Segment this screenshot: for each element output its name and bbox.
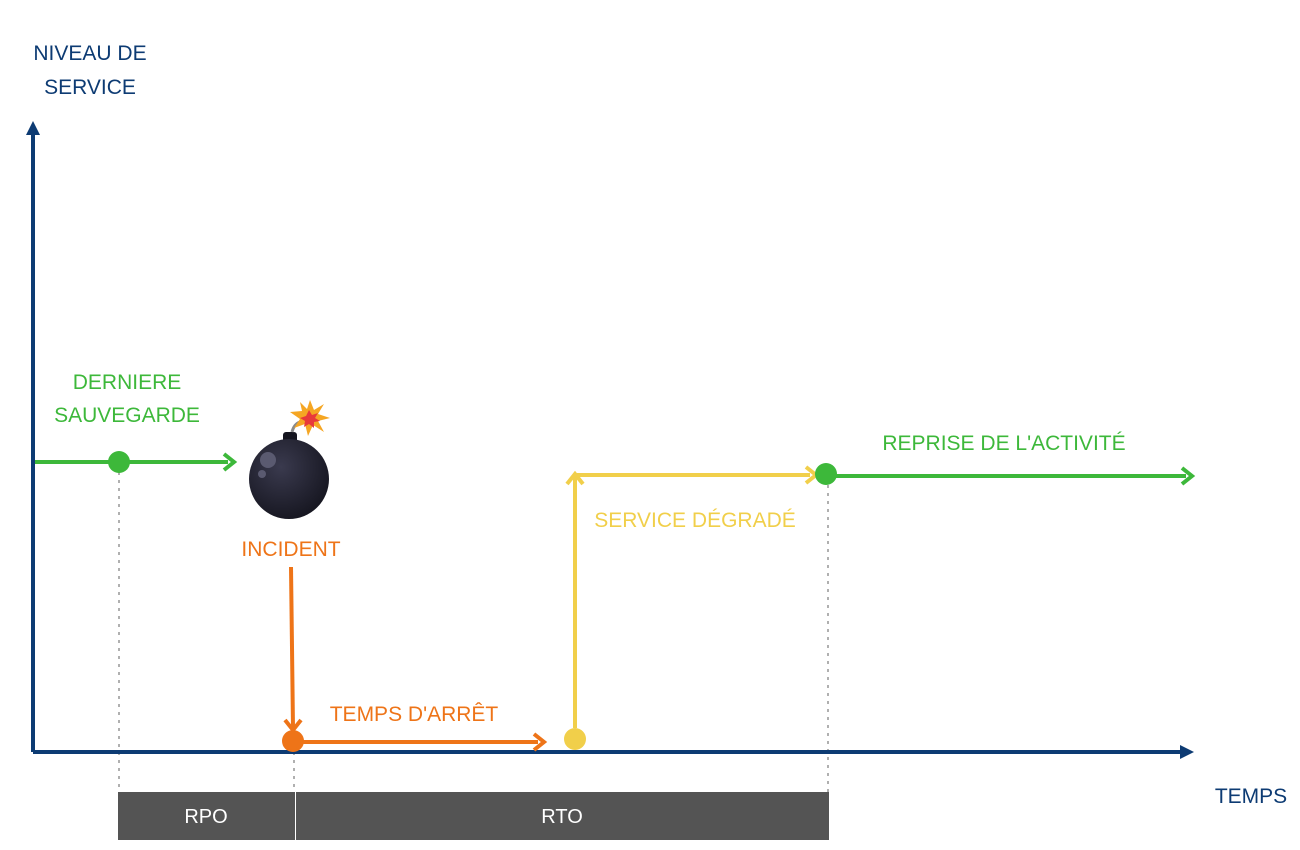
rpo-label: RPO — [184, 806, 227, 828]
last-backup-label-line1: DERNIERE — [73, 371, 182, 394]
incident-drop-arrow — [283, 566, 303, 734]
y-axis-label-line2: SERVICE — [44, 76, 136, 99]
last-backup-label-line2: SAUVEGARDE — [54, 404, 200, 427]
downtime-arrow — [300, 732, 548, 752]
y-axis-arrowhead — [26, 121, 40, 135]
rpo-bar — [118, 792, 295, 840]
degraded-start-point — [564, 728, 586, 750]
x-axis-arrowhead — [1180, 745, 1194, 759]
incident-label: INCIDENT — [241, 538, 340, 561]
downtime-label: TEMPS D'ARRÊT — [330, 703, 499, 726]
last-backup-point — [108, 451, 130, 473]
bomb-icon — [249, 400, 330, 519]
y-axis-label-line1: NIVEAU DE — [33, 42, 146, 65]
axes — [31, 130, 1186, 754]
guide-lines — [118, 472, 829, 792]
x-axis-label: TEMPS — [1215, 785, 1287, 808]
incident-point — [282, 730, 304, 752]
degraded-service-label: SERVICE DÉGRADÉ — [594, 509, 796, 532]
normal-service-segment — [35, 452, 238, 472]
resumption-point — [815, 463, 837, 485]
rto-bar — [296, 792, 829, 840]
resumption-label: REPRISE DE L'ACTIVITÉ — [882, 432, 1125, 455]
rto-label: RTO — [541, 806, 583, 828]
degraded-service-arrow — [565, 465, 820, 728]
resumption-arrow — [836, 466, 1196, 486]
